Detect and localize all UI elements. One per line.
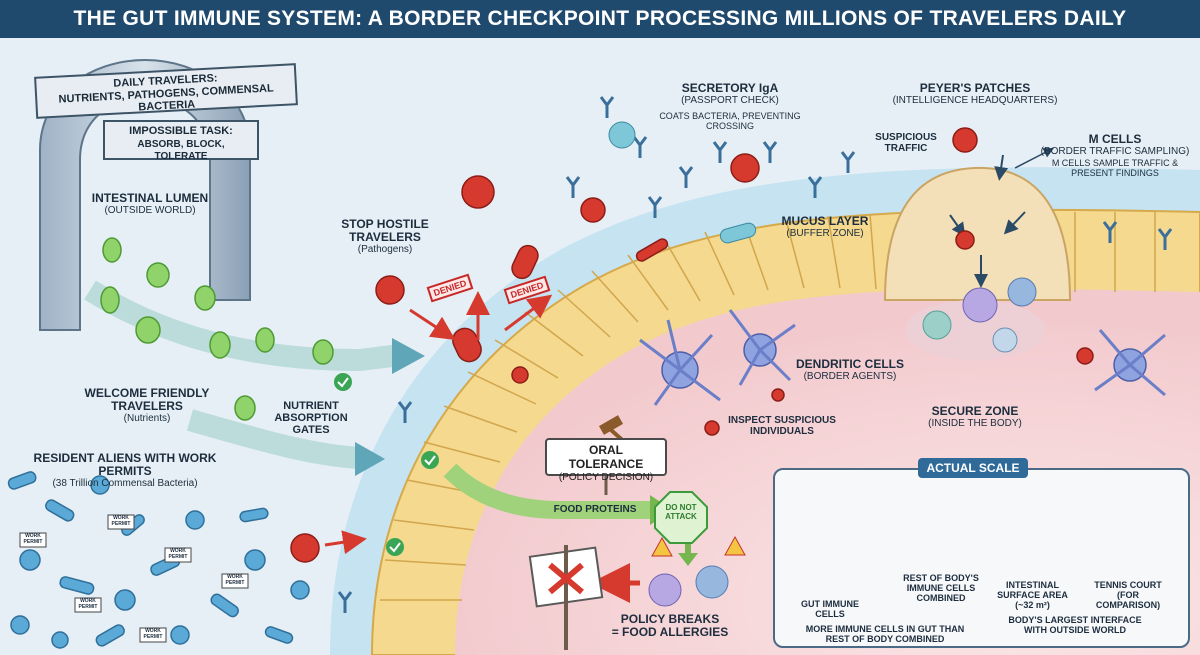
work-permit-badges xyxy=(19,514,249,643)
m-cells-subtitle: (BORDER TRAFFIC SAMPLING) xyxy=(1040,146,1190,158)
welcome-subtitle: (Nutrients) xyxy=(123,413,171,425)
oral-tolerance-title: ORAL TOLERANCE xyxy=(568,443,644,471)
welcome-label: WELCOME FRIENDLY TRAVELERS (Nutrients) xyxy=(72,386,222,425)
immune-cell xyxy=(648,573,682,607)
secure-subtitle: (INSIDE THE BODY) xyxy=(928,418,1022,430)
lumen-label: INTESTINAL LUMEN (OUTSIDE WORLD) xyxy=(85,191,215,217)
resident-subtitle: (38 Trillion Commensal Bacteria) xyxy=(52,478,198,490)
page-title: THE GUT IMMUNE SYSTEM: A BORDER CHECKPOI… xyxy=(0,0,1200,38)
resident-title: RESIDENT ALIENS WITH WORK PERMITS xyxy=(33,451,217,479)
actual-scale-panel xyxy=(773,468,1190,648)
stop-hostile-subtitle: (Pathogens) xyxy=(357,244,413,256)
m-cells-description: M CELLS SAMPLE TRAFFIC & PRESENT FINDING… xyxy=(1051,158,1179,179)
check-icon xyxy=(421,451,439,469)
suspicious-traffic-label: SUSPICIOUS TRAFFIC xyxy=(875,132,937,154)
impossible-task-list: ABSORB, BLOCK, TOLERATE xyxy=(137,138,225,163)
policy-breaks-label: POLICY BREAKS = FOOD ALLERGIES xyxy=(610,612,730,640)
lumen-subtitle: (OUTSIDE WORLD) xyxy=(104,205,196,217)
lymphocyte xyxy=(1007,277,1037,307)
oral-tolerance-subtitle: (POLICY DECISION) xyxy=(558,471,654,483)
inspect-label: INSPECT SUSPICIOUS INDIVIDUALS xyxy=(728,415,836,437)
work-permit-label: WORK PERMIT xyxy=(168,548,188,560)
largest-interface-caption: BODY'S LARGEST INTERFACE WITH OUTSIDE WO… xyxy=(1008,615,1142,635)
work-permit-label: WORK PERMIT xyxy=(23,533,43,545)
work-permit-label: WORK PERMIT xyxy=(78,598,98,610)
mucus-subtitle: (BUFFER ZONE) xyxy=(786,228,864,240)
immune-cell xyxy=(695,565,729,599)
rest-immune-cells-label: REST OF BODY'S IMMUNE CELLS COMBINED xyxy=(903,573,979,603)
check-icon xyxy=(386,538,404,556)
stop-hostile-title: STOP HOSTILE TRAVELERS xyxy=(341,217,429,245)
welcome-title: WELCOME FRIENDLY TRAVELERS xyxy=(84,386,210,414)
dendritic-cells-label: DENDRITIC CELLS (BORDER AGENTS) xyxy=(790,357,910,383)
work-permit-label: WORK PERMIT xyxy=(225,574,245,586)
do-not-attack-label: DO NOT ATTACK xyxy=(665,503,697,521)
iga-antibodies xyxy=(337,96,1173,613)
friendly-travelers xyxy=(100,237,334,421)
pathogens xyxy=(290,127,1094,563)
peyers-title: PEYER'S PATCHES xyxy=(919,81,1031,95)
secure-title: SECURE ZONE xyxy=(931,404,1019,418)
intestinal-area-label: INTESTINAL SURFACE AREA (~32 m²) xyxy=(997,580,1068,610)
impossible-task-banner: IMPOSSIBLE TASK: ABSORB, BLOCK, TOLERATE xyxy=(103,120,259,163)
policy-breaks-title: POLICY BREAKS xyxy=(620,612,720,626)
stop-hostile-label: STOP HOSTILE TRAVELERS (Pathogens) xyxy=(330,217,440,256)
commensal-bacteria xyxy=(7,471,310,649)
peyers-patches-label: PEYER'S PATCHES (INTELLIGENCE HEADQUARTE… xyxy=(885,81,1065,107)
warning-icon xyxy=(651,536,673,557)
work-permit-label: WORK PERMIT xyxy=(111,515,131,527)
more-cells-caption: MORE IMMUNE CELLS IN GUT THAN REST OF BO… xyxy=(805,624,965,644)
dendrite-arms xyxy=(639,309,1166,406)
dendritic-subtitle: (BORDER AGENTS) xyxy=(803,371,897,383)
dendritic-title: DENDRITIC CELLS xyxy=(796,357,904,371)
secure-zone-label: SECURE ZONE (INSIDE THE BODY) xyxy=(915,404,1035,430)
lymphocyte xyxy=(922,310,952,340)
coated-bacterium xyxy=(608,121,636,149)
policy-breaks-subtitle: = FOOD ALLERGIES xyxy=(611,625,729,640)
peyers-subtitle: (INTELLIGENCE HEADQUARTERS) xyxy=(892,95,1058,107)
impossible-task-title: IMPOSSIBLE TASK: xyxy=(129,125,233,137)
mucus-layer-label: MUCUS LAYER (BUFFER ZONE) xyxy=(770,214,880,240)
actual-scale-title: ACTUAL SCALE xyxy=(918,458,1028,478)
food-proteins-label: FOOD PROTEINS xyxy=(553,504,637,515)
mucus-title: MUCUS LAYER xyxy=(781,214,869,228)
work-permit-label: WORK PERMIT xyxy=(143,628,163,640)
m-cells-label: M CELLS (BORDER TRAFFIC SAMPLING) M CELL… xyxy=(1035,132,1195,179)
siga-subtitle: (PASSPORT CHECK) xyxy=(681,95,779,107)
peyers-patch-dome xyxy=(883,166,1072,301)
siga-description: COATS BACTERIA, PREVENTING CROSSING xyxy=(659,111,801,132)
siga-title: SECRETORY IgA xyxy=(681,81,779,95)
m-cells-title: M CELLS xyxy=(1088,132,1142,146)
siga-label: SECRETORY IgA (PASSPORT CHECK) COATS BAC… xyxy=(640,81,820,132)
coated-bacterium xyxy=(719,222,757,244)
lymphocyte xyxy=(962,287,998,323)
lumen-title: INTESTINAL LUMEN xyxy=(91,191,209,205)
resident-aliens-label: RESIDENT ALIENS WITH WORK PERMITS (38 Tr… xyxy=(20,451,230,490)
oral-tolerance-sign: ORAL TOLERANCE (POLICY DECISION) xyxy=(545,438,667,483)
epithelial-cells xyxy=(380,212,1156,601)
gavel-icon xyxy=(598,415,624,435)
check-icon xyxy=(334,373,352,391)
tennis-court-label: TENNIS COURT (FOR COMPARISON) xyxy=(1094,580,1162,610)
nutrient-arrow xyxy=(355,442,385,476)
gut-immune-cells-label: GUT IMMUNE CELLS xyxy=(801,599,859,619)
lymphocyte xyxy=(992,327,1018,353)
do-not-attack-badge xyxy=(654,491,708,544)
x-icon xyxy=(548,562,584,595)
nutrient-gates-label: NUTRIENT ABSORPTION GATES xyxy=(274,400,348,437)
warning-icon xyxy=(724,535,746,556)
nutrient-arrow xyxy=(392,338,425,374)
